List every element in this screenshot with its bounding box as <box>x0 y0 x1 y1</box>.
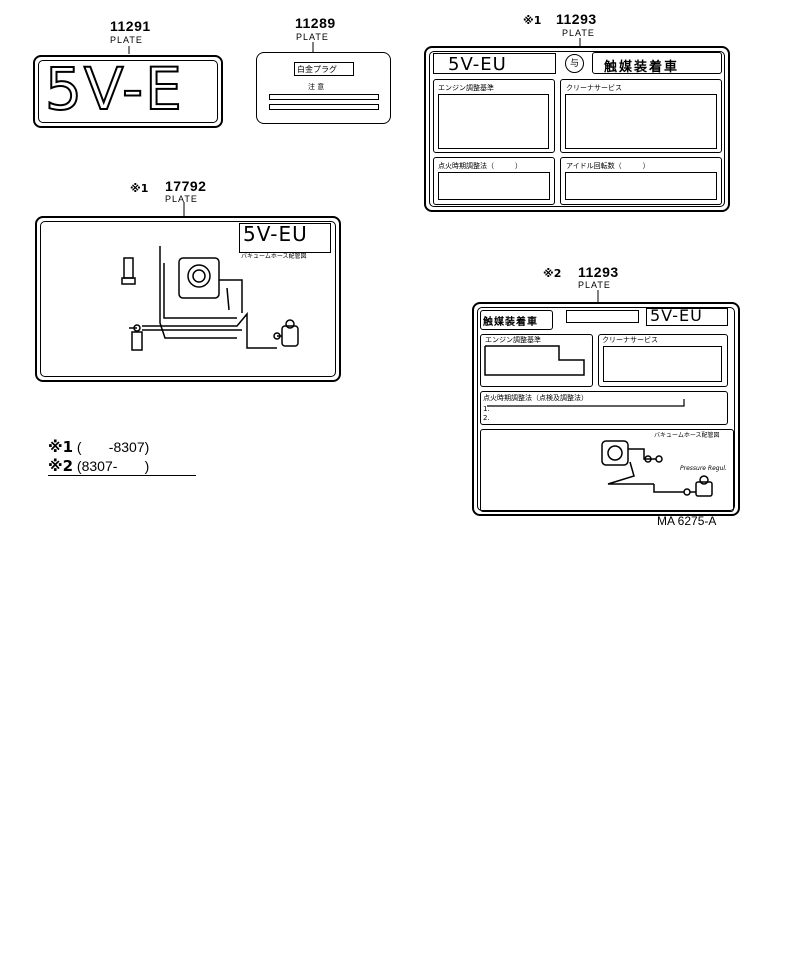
plate-label-11291: PLATE <box>110 35 143 45</box>
plate-11293a-cleaner-box: クリーナサービス <box>566 84 622 92</box>
part-number-11291: 11291 <box>110 18 151 34</box>
plate-11293b-regulator: Pressure Regul. <box>680 465 727 472</box>
plate-11291-text: 5V-E <box>44 54 184 124</box>
plate-11291: 5V-E <box>33 54 223 128</box>
legend-row-1: ※1 ( -8307) <box>48 438 149 456</box>
part-number-11289: 11289 <box>295 15 336 31</box>
plate-11289-line-1 <box>269 94 379 100</box>
plate-11293a-engine: 5V-EU <box>448 54 507 75</box>
plate-11293b-line-2: 2. <box>483 414 490 422</box>
legend-mark-2: ※2 <box>48 457 74 475</box>
plate-11293a: 5V-EU 与 触媒装着車 エンジン調整基準 クリーナサービス 点火時期調整法（… <box>424 46 730 212</box>
plate-label-11293b: PLATE <box>578 280 611 290</box>
respect-icon: 与 <box>565 54 584 73</box>
legend-row-2: ※2 (8307- ) <box>48 457 149 475</box>
variant-mark-11293b: ※2 <box>543 267 562 280</box>
drawing-id: MA 6275-A <box>657 514 717 528</box>
plate-17792: 5V-EU バキュームホース配管図 <box>35 216 341 382</box>
legend-range-1: ( -8307) <box>76 439 150 455</box>
plate-11289-title: 白金プラグ <box>297 65 337 74</box>
plate-11293b: 触媒装着車 5V-EU エンジン調整基準 クリーナサービス 点火時期調整法（点検… <box>472 302 740 516</box>
plate-label-11293a: PLATE <box>562 28 595 38</box>
plate-11293b-line-1: 1. <box>483 405 490 413</box>
plate-11293b-engine: 5V-EU <box>650 306 703 325</box>
plate-17792-engine: 5V-EU <box>243 222 308 246</box>
plate-11293a-idle-box: アイドル回転数（ ） <box>566 162 650 170</box>
variant-mark-11293a: ※1 <box>523 14 542 27</box>
plate-11293a-ignition-box: 点火時期調整法（ ） <box>438 162 522 170</box>
plate-11289-line-2 <box>269 104 379 110</box>
legend-mark-1: ※1 <box>48 438 74 456</box>
plate-11289-sub: 注 意 <box>308 83 325 91</box>
plate-17792-caption: バキュームホース配管図 <box>241 253 307 260</box>
plate-label-11289: PLATE <box>296 32 329 42</box>
plate-11293b-ignition-box: 点火時期調整法（点検及調整法） <box>483 394 588 402</box>
plate-11293b-cleaner-box: クリーナサービス <box>602 336 658 344</box>
part-number-11293a: 11293 <box>556 11 597 27</box>
part-number-17792: 17792 <box>165 178 207 194</box>
plate-11293b-engine-box: エンジン調整基準 <box>485 336 541 344</box>
plate-11293b-cat: 触媒装着車 <box>483 317 538 328</box>
legend-divider <box>48 475 196 476</box>
variant-mark-17792: ※1 <box>130 182 149 195</box>
plate-11293b-vacuum-caption: バキュームホース配管図 <box>654 432 720 439</box>
vacuum-hose-diagram-17792 <box>121 246 299 351</box>
plate-11289: 白金プラグ 注 意 <box>256 52 391 124</box>
plate-label-17792: PLATE <box>165 194 198 204</box>
legend-range-2: (8307- ) <box>76 458 150 474</box>
part-number-11293b: 11293 <box>578 264 619 280</box>
plate-11293a-engine-box: エンジン調整基準 <box>438 84 494 92</box>
plate-11293a-cat: 触媒装着車 <box>604 60 680 75</box>
